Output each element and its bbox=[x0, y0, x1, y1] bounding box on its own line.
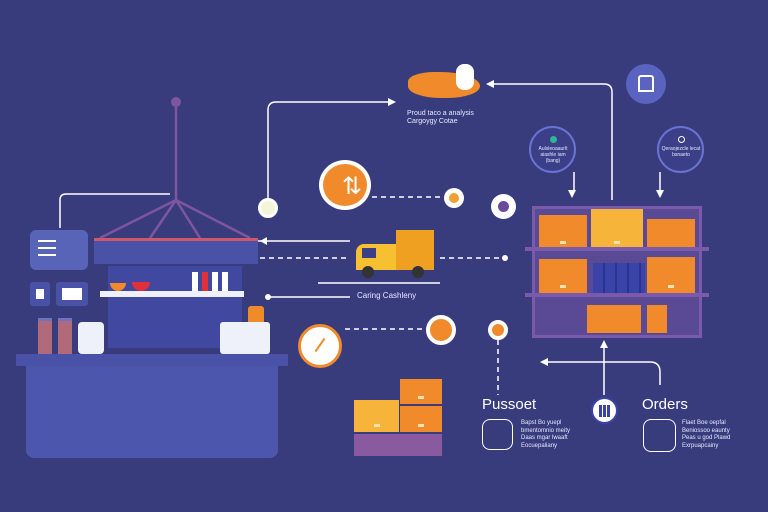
pussoet-title: Pussoet bbox=[482, 396, 537, 413]
caption-line: aiashle iam (bang) bbox=[540, 152, 566, 164]
small-sign bbox=[56, 282, 88, 306]
key-icon[interactable] bbox=[482, 419, 513, 450]
pin-icon[interactable] bbox=[488, 320, 508, 340]
utensils bbox=[248, 306, 264, 322]
package-box bbox=[354, 400, 399, 432]
text-line: Exrpuapcainy bbox=[682, 442, 719, 449]
caption-line: Cargoygy Cotae bbox=[407, 118, 458, 125]
text-line: Flaet Boe oepfal bbox=[682, 420, 726, 426]
counter-top bbox=[16, 354, 288, 366]
clock-node-icon[interactable] bbox=[258, 198, 278, 218]
caption-line: Proud taco a analysis bbox=[407, 110, 474, 117]
radish-icon bbox=[456, 64, 474, 90]
caption-line: bsnaeto bbox=[672, 152, 690, 158]
small-sign bbox=[30, 282, 50, 306]
sync-icon[interactable]: ⇅ bbox=[319, 160, 371, 210]
counter bbox=[26, 366, 278, 458]
orders-description: Flaet Boe oepfal Beniossoo eaunty Peas u… bbox=[682, 420, 730, 450]
orders-title: Orders bbox=[642, 396, 688, 413]
warehouse-shelf bbox=[525, 206, 709, 338]
pussoet-description: Bapst Bo yuepl bmentomnio meity Daas mga… bbox=[521, 420, 570, 450]
text-line: bmentomnio meity bbox=[521, 427, 571, 434]
caption-line: Qeraojezcle lecat bbox=[661, 146, 701, 152]
shelf bbox=[100, 291, 244, 297]
food-caption: Proud taco a analysis Cargoygy Cotae bbox=[407, 110, 497, 126]
timer-icon[interactable] bbox=[298, 324, 342, 368]
text-line: Daas mgar lwaaft bbox=[521, 435, 568, 441]
menu-board bbox=[30, 230, 88, 270]
stove bbox=[220, 322, 270, 354]
text-line: Eocuepaliany bbox=[521, 442, 558, 449]
bowl bbox=[110, 283, 126, 291]
edit-icon[interactable] bbox=[426, 315, 456, 345]
text-line: Bapst Bo yuepl bbox=[521, 420, 562, 426]
bowl bbox=[132, 282, 150, 291]
jar bbox=[58, 318, 72, 354]
text-line: Beniossoo eaunty bbox=[682, 427, 730, 434]
store-icon[interactable] bbox=[626, 64, 666, 104]
hood bbox=[94, 238, 258, 264]
delivery-truck-icon bbox=[356, 230, 434, 280]
package-box bbox=[400, 406, 442, 432]
text-line: Peas u god Plawd bbox=[682, 435, 731, 441]
package-box bbox=[400, 379, 442, 404]
bag-icon[interactable] bbox=[643, 419, 676, 452]
caption-line: Aulsleoaaurlt bbox=[538, 146, 568, 152]
location-icon[interactable] bbox=[491, 194, 516, 219]
jar bbox=[38, 318, 52, 354]
bottles bbox=[192, 272, 228, 291]
leaf-icon[interactable] bbox=[444, 188, 464, 208]
grid-icon[interactable] bbox=[591, 397, 618, 424]
package-tray bbox=[354, 434, 442, 456]
truck-caption: Caring Cashleny bbox=[357, 291, 417, 300]
kettle bbox=[78, 322, 104, 354]
